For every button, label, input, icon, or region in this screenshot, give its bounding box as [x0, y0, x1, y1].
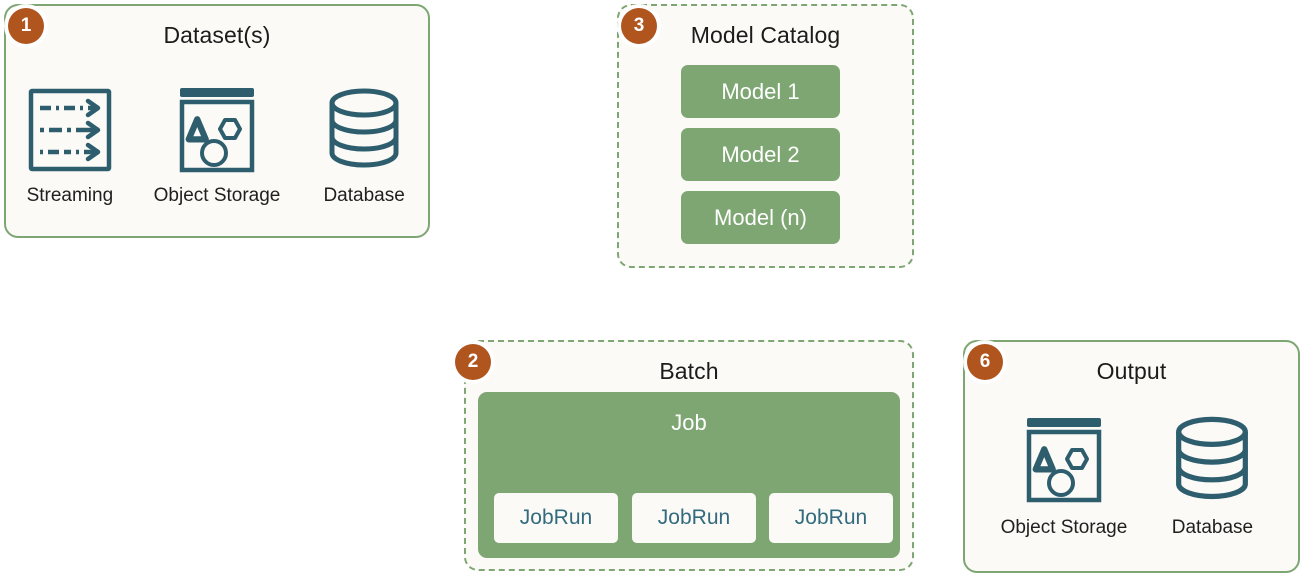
- panel-title-model-catalog: Model Catalog: [690, 22, 841, 48]
- jobrun-2[interactable]: JobRun: [632, 493, 756, 543]
- model-box-n[interactable]: Model (n): [681, 191, 840, 244]
- panel-title-output: Output: [1096, 358, 1167, 384]
- icon-label-object-storage: Object Storage: [153, 185, 281, 206]
- streaming-icon: [22, 82, 118, 183]
- object-storage-icon: [167, 82, 267, 183]
- panel-title-batch: Batch: [659, 358, 719, 384]
- icon-label-output-database: Database: [1171, 517, 1254, 538]
- badge-1: 1: [8, 8, 44, 44]
- icon-cell-output-database[interactable]: Database: [1162, 410, 1262, 539]
- icon-label-streaming: Streaming: [26, 185, 114, 206]
- database-icon: [316, 82, 412, 183]
- icon-cell-object-storage[interactable]: Object Storage: [153, 82, 281, 207]
- icon-cell-output-object-storage[interactable]: Object Storage: [1000, 410, 1128, 539]
- badge-3: 3: [621, 8, 657, 44]
- badge-6: 6: [967, 344, 1003, 380]
- object-storage-icon: [1014, 410, 1114, 515]
- panel-title-datasets: Dataset(s): [163, 22, 271, 48]
- panel-datasets[interactable]: [4, 4, 430, 238]
- job-label: Job: [671, 410, 707, 435]
- job-box[interactable]: Job JobRun JobRun JobRun: [478, 392, 900, 558]
- jobrun-1[interactable]: JobRun: [494, 493, 618, 543]
- icon-label-output-object-storage: Object Storage: [1000, 517, 1128, 538]
- output-icon-group: Object Storage Database: [983, 410, 1280, 539]
- database-icon: [1162, 410, 1262, 515]
- jobrun-3[interactable]: JobRun: [769, 493, 893, 543]
- model-box-2[interactable]: Model 2: [681, 128, 840, 181]
- icon-cell-streaming[interactable]: Streaming: [22, 82, 118, 207]
- dataset-icon-group: Streaming Object Storage: [4, 82, 430, 207]
- icon-label-database: Database: [323, 185, 405, 206]
- icon-cell-database[interactable]: Database: [316, 82, 412, 207]
- model-box-1[interactable]: Model 1: [681, 65, 840, 118]
- badge-2: 2: [455, 344, 491, 380]
